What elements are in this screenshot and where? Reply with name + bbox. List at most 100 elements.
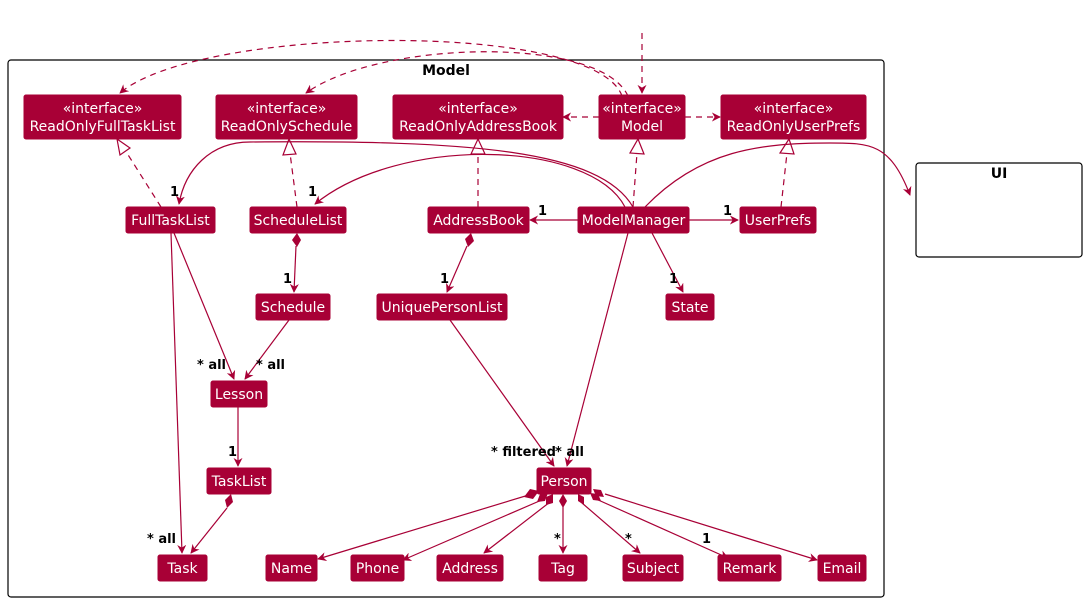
interface-stereotype: «interface» — [602, 101, 682, 117]
composition-diamond-person-phone — [537, 493, 548, 502]
edge-schedulelist-to-schedule — [289, 245, 299, 293]
realize-modelmanager — [632, 152, 638, 208]
class-tag[interactable]: Tag — [538, 554, 588, 582]
class-name: Address — [442, 561, 498, 577]
class-state[interactable]: State — [665, 293, 715, 321]
interface-name: ReadOnlyAddressBook — [399, 119, 558, 135]
realize-triangle-fulltasklist — [116, 137, 132, 157]
class-subject[interactable]: Subject — [622, 554, 684, 582]
class-phone[interactable]: Phone — [350, 554, 405, 582]
interface-readonlyaddressbook[interactable]: «interface» ReadOnlyAddressBook — [392, 94, 564, 140]
class-name: Schedule — [261, 300, 325, 316]
class-name: Lesson — [215, 387, 263, 403]
realize-triangle-addressbook — [470, 137, 486, 155]
multiplicity-tag: * — [554, 532, 561, 547]
interface-stereotype: «interface» — [438, 101, 518, 117]
realize-triangle-schedulelist — [282, 137, 297, 156]
composition-diamond-tasklist — [225, 494, 233, 508]
class-addressbook[interactable]: AddressBook — [427, 206, 530, 234]
multiplicity-schedule: 1 — [283, 272, 292, 287]
class-name: Person — [540, 474, 587, 490]
multiplicity-remark: 1 — [702, 532, 711, 547]
multiplicity-subject: * — [625, 532, 632, 547]
class-name: Remark — [723, 561, 778, 577]
interface-stereotype: «interface» — [247, 101, 327, 117]
class-name: ModelManager — [582, 213, 686, 229]
class-schedulelist[interactable]: ScheduleList — [249, 206, 347, 234]
composition-diamond-schedulelist — [292, 233, 301, 247]
composition-diamond-person-email — [593, 489, 604, 497]
class-name: Email — [823, 561, 862, 577]
class-uniquepersonlist[interactable]: UniquePersonList — [376, 293, 508, 321]
edge-uniquepersonlist-to-person — [449, 319, 555, 467]
composition-diamond-person-tag — [559, 494, 567, 508]
class-email[interactable]: Email — [817, 554, 867, 582]
composition-diamond-person-address — [546, 494, 553, 505]
edge-modelmanager-to-fulltasklist — [175, 141, 634, 208]
realize-userprefs — [780, 152, 788, 208]
class-name: State — [671, 300, 708, 316]
edges — [116, 33, 912, 562]
class-name: Subject — [627, 561, 680, 577]
multiplicity-person-filtered: * filtered — [491, 445, 556, 460]
interface-model[interactable]: «interface» Model — [598, 94, 686, 140]
edge-modelmanager-to-person — [564, 232, 629, 467]
multiplicity-lesson-right: * all — [256, 358, 285, 373]
edge-person-to-phone — [402, 498, 545, 561]
class-person[interactable]: Person — [536, 467, 592, 495]
interface-name: ReadOnlyUserPrefs — [727, 119, 861, 135]
composition-diamond-addressbook — [465, 233, 474, 247]
class-name: AddressBook — [433, 213, 524, 229]
composition-diamond-person-subject — [578, 494, 584, 505]
multiplicity-lesson-left: * all — [197, 358, 226, 373]
multiplicity-tasklist: 1 — [228, 445, 237, 460]
interface-readonlyuserprefs[interactable]: «interface» ReadOnlyUserPrefs — [720, 94, 867, 140]
class-userprefs[interactable]: UserPrefs — [739, 206, 817, 234]
class-name: Name — [271, 561, 312, 577]
edge-modelmanager-to-schedulelist — [314, 153, 626, 208]
interface-stereotype: «interface» — [63, 101, 143, 117]
interface-name: ReadOnlySchedule — [221, 119, 353, 135]
edge-model-to-readonlyschedule — [305, 51, 629, 97]
realize-triangle-modelmanager — [629, 137, 645, 155]
multiplicity-addressbook: 1 — [538, 204, 547, 219]
class-fulltasklist[interactable]: FullTaskList — [125, 206, 216, 234]
multiplicity-userprefs: 1 — [723, 204, 732, 219]
interface-readonlyschedule[interactable]: «interface» ReadOnlySchedule — [215, 94, 358, 140]
model-package: Model — [7, 59, 885, 598]
edge-tasklist-to-task — [190, 507, 228, 554]
multiplicity-person-all: * all — [555, 445, 584, 460]
class-name: Phone — [356, 561, 399, 577]
class-lesson[interactable]: Lesson — [210, 380, 268, 408]
class-remark[interactable]: Remark — [717, 554, 782, 582]
class-task[interactable]: Task — [157, 554, 208, 582]
edge-modelmanager-to-ui — [644, 142, 912, 208]
interface-readonlyfulltasklist[interactable]: «interface» ReadOnlyFullTaskList — [23, 94, 182, 140]
edge-modelmanager-to-state — [651, 232, 684, 293]
class-schedule[interactable]: Schedule — [255, 293, 331, 321]
edge-addressbook-to-uniquepersonlist — [446, 245, 468, 293]
multiplicity-labels: 1 1 1 1 1 1 1 * all * all 1 * all * filt… — [147, 185, 732, 547]
multiplicity-fulltasklist: 1 — [170, 185, 179, 200]
edge-person-to-address — [483, 501, 551, 554]
edge-person-to-remark — [595, 498, 729, 559]
class-modelmanager[interactable]: ModelManager — [577, 206, 690, 234]
edge-fulltasklist-to-lesson — [173, 232, 236, 380]
interface-stereotype: «interface» — [754, 101, 834, 117]
class-address[interactable]: Address — [436, 554, 504, 582]
edge-model-to-readonlyfulltasklist — [119, 39, 623, 97]
edge-fulltasklist-to-task — [170, 232, 187, 554]
edge-person-to-name — [317, 493, 533, 561]
class-tasklist[interactable]: TaskList — [206, 467, 272, 495]
interface-name: Model — [621, 119, 663, 135]
multiplicity-uniquepersonlist: 1 — [440, 272, 449, 287]
class-name: UserPrefs — [745, 213, 811, 229]
class-name: UniquePersonList — [382, 300, 503, 316]
edge-schedule-to-lesson — [244, 319, 290, 380]
multiplicity-schedulelist: 1 — [308, 185, 317, 200]
class-name-field[interactable]: Name — [265, 554, 318, 582]
composition-diamond-person-name — [524, 489, 539, 499]
realize-triangle-userprefs — [778, 137, 795, 155]
multiplicity-state: 1 — [669, 272, 678, 287]
